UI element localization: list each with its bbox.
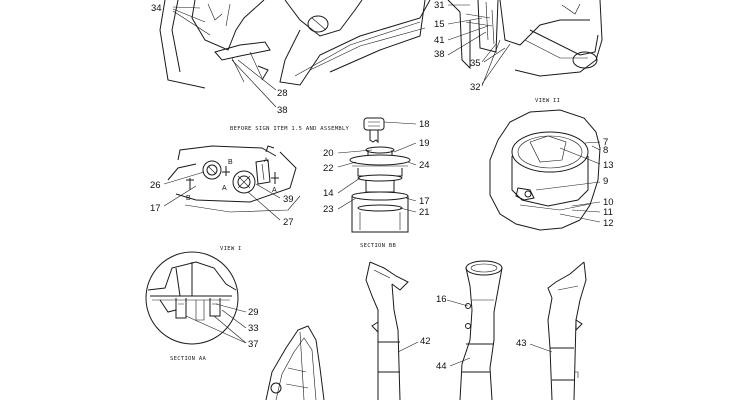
- callout-14: 14: [323, 188, 334, 199]
- callout-13: 13: [603, 160, 614, 171]
- section-letter-a-left: A: [222, 185, 227, 192]
- callout-28: 28: [277, 88, 288, 99]
- top-left-cab-assembly: 34 28 38: [151, 0, 431, 116]
- callout-44: 44: [436, 361, 447, 372]
- callout-34: 34: [151, 3, 162, 14]
- callout-24: 24: [419, 160, 430, 171]
- view-ii-housing: 7 8 13 9 10 11 12: [489, 109, 614, 231]
- callout-8: 8: [603, 145, 608, 156]
- callout-37: 37: [248, 339, 259, 350]
- callout-27: 27: [283, 217, 294, 228]
- callout-42: 42: [420, 336, 431, 347]
- callout-15: 15: [434, 19, 445, 30]
- caption-section-aa: SECTION AA: [170, 356, 207, 362]
- callout-33: 33: [248, 323, 259, 334]
- callout-23: 23: [323, 204, 334, 215]
- callout-17-right: 17: [419, 196, 430, 207]
- duct-opening: [465, 260, 503, 276]
- callout-43: 43: [516, 338, 527, 349]
- callout-29: 29: [248, 307, 259, 318]
- callout-35: 35: [470, 58, 481, 69]
- callout-10: 10: [603, 197, 614, 208]
- caption-section-bb: SECTION BB: [360, 243, 397, 249]
- duct-front-view: 16 44: [436, 260, 503, 400]
- callout-39: 39: [283, 194, 294, 205]
- callout-9: 9: [603, 176, 608, 187]
- bracket-perspective: [265, 325, 325, 400]
- section-bb-profile: 42: [365, 261, 431, 400]
- caption-before-sign: BEFORE SIGN ITEM 1.5 AND ASSEMBLY: [230, 126, 350, 132]
- caption-view-i: VIEW I: [220, 246, 242, 252]
- callout-17-left: 17: [150, 203, 161, 214]
- section-letter-b-lower: B: [186, 195, 191, 202]
- section-letter-a-top: A: [264, 158, 268, 164]
- callout-19: 19: [419, 138, 430, 149]
- callout-12: 12: [603, 218, 614, 229]
- callout-38-upper: 38: [434, 49, 445, 60]
- lock-detail-view: B B A A A 26 17 39 27: [150, 145, 301, 228]
- housing-opening: [511, 131, 589, 173]
- top-right-cab-interior: 31 15 41 38 35 32: [434, 0, 603, 93]
- callout-21: 21: [419, 207, 430, 218]
- key-head: [363, 117, 385, 131]
- callout-22: 22: [323, 163, 334, 174]
- callout-20: 20: [323, 148, 334, 159]
- callout-31: 31: [434, 0, 445, 11]
- callout-16: 16: [436, 294, 447, 305]
- caption-view-ii: VIEW II: [535, 98, 560, 104]
- callout-7: 7: [603, 137, 608, 148]
- callout-18: 18: [419, 119, 430, 130]
- section-letter-a-right: A: [272, 187, 277, 194]
- callout-32: 32: [470, 82, 481, 93]
- key-cylinder-exploded-view: 18 19 20 22 24 14 23 17 21: [323, 117, 430, 233]
- section-letter-b-upper: B: [228, 159, 233, 166]
- view-i-detail: 29 33 37: [145, 251, 259, 350]
- callout-41: 41: [434, 35, 445, 46]
- callout-26: 26: [150, 180, 161, 191]
- callout-38-lower: 38: [277, 105, 288, 116]
- duct-side-view: 43: [516, 261, 587, 400]
- callout-11: 11: [603, 207, 613, 218]
- detail-circle: [145, 251, 239, 345]
